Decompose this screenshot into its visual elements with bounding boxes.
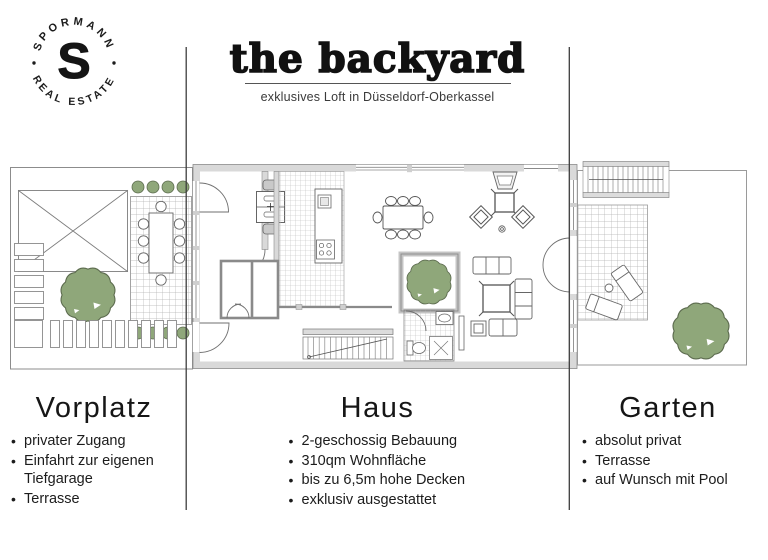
garten-bullet-list: absolut privat Terrasse auf Wunsch mit P…	[582, 432, 754, 490]
title-rule	[244, 83, 511, 84]
bathroom-icon	[403, 309, 455, 362]
kitchen-island-icon	[314, 188, 343, 264]
cooktop-icon	[316, 239, 335, 260]
lounge-chairs-icon	[468, 188, 536, 233]
section-dividers	[185, 47, 570, 510]
bullet-item: Einfahrt zur eigenen Tiefgarage	[11, 452, 169, 489]
garden-stairs-icon	[582, 161, 670, 198]
bullet-item: auf Wunsch mit Pool	[582, 471, 754, 490]
bullet-item: 2-geschossig Bebauung	[289, 432, 467, 451]
atrium-tree-icon	[398, 251, 461, 314]
section-haus: Haus 2-geschossig Bebauung 310qm Wohnflä…	[186, 391, 569, 510]
logo-monogram: S	[57, 33, 90, 89]
outdoor-dining-icon	[130, 196, 192, 325]
window-icon	[570, 180, 577, 352]
tv-wall	[458, 315, 465, 351]
bullet-item: bis zu 6,5m hohe Decken	[289, 471, 467, 490]
haus-bullet-list: 2-geschossig Bebauung 310qm Wohnfläche b…	[289, 432, 467, 509]
header: the backyard exklusives Loft in Düsseldo…	[186, 36, 569, 104]
bullet-item: exklusiv ausgestattet	[289, 491, 467, 510]
haus-area	[192, 164, 578, 369]
garden-terrace-icon	[577, 204, 648, 321]
page-title: the backyard	[229, 36, 526, 82]
shower-icon	[429, 336, 453, 360]
vorplatz-bullet-list: privater Zugang Einfahrt zur eigenen Tie…	[11, 432, 169, 508]
window-icon	[192, 181, 200, 318]
garage-ramp-icon	[17, 189, 129, 273]
bullet-item: Terrasse	[11, 490, 169, 509]
parking-slats-icon	[14, 320, 177, 348]
tree-icon	[672, 302, 730, 360]
window-icon	[356, 164, 558, 173]
sofa-icon	[470, 256, 533, 337]
bullet-item: 310qm Wohnfläche	[289, 452, 467, 471]
side-table-icon	[604, 283, 614, 293]
stairs-icon	[302, 328, 394, 360]
section-garten: Garten absolut privat Terrasse auf Wunsc…	[572, 391, 764, 491]
armchair-icon	[470, 320, 487, 337]
garten-area	[577, 161, 747, 366]
bullet-item: absolut privat	[582, 432, 754, 451]
stair-rail	[279, 304, 392, 310]
spormann-logo: SPORMANN REAL ESTATE S	[30, 16, 116, 108]
entry-door-icon	[192, 322, 230, 353]
dining-table-icon	[372, 196, 434, 240]
vorplatz-area	[10, 167, 193, 370]
logo-dot-left	[32, 61, 36, 65]
bullet-item: privater Zugang	[11, 432, 169, 451]
sink-icon	[435, 311, 454, 325]
tree-icon	[60, 267, 116, 323]
sun-lounger-icon	[585, 264, 643, 321]
coffee-table-icon	[478, 280, 515, 317]
steps-icon	[14, 243, 44, 320]
office-door-icon	[199, 182, 229, 213]
wardrobe-icon	[219, 259, 280, 320]
vorplatz-heading: Vorplatz	[35, 392, 153, 424]
garten-heading: Garten	[619, 392, 717, 424]
bullet-item: Terrasse	[582, 452, 754, 471]
section-vorplatz: Vorplatz privater Zugang Einfahrt zur ei…	[4, 391, 184, 509]
french-doors-icon	[542, 236, 577, 294]
haus-heading: Haus	[340, 392, 415, 424]
toilet-icon	[406, 340, 426, 356]
logo-dot-right	[112, 61, 116, 65]
fireplace-icon	[492, 171, 518, 190]
page-subtitle: exklusives Loft in Düsseldorf-Oberkassel	[260, 90, 495, 104]
